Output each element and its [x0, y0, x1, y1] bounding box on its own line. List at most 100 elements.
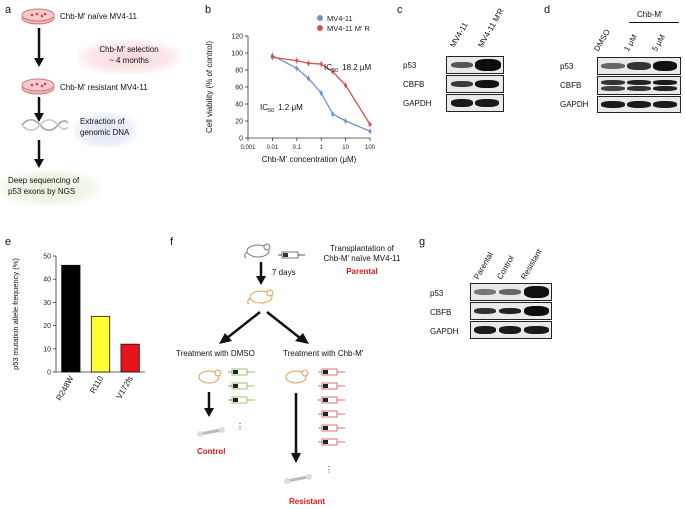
blot-row-label: GAPDH	[430, 327, 459, 336]
blot-p53	[597, 57, 681, 75]
syringe-icon	[278, 251, 305, 259]
culture-dish-icon	[21, 8, 55, 25]
y-tick-label: 60	[235, 85, 243, 92]
data-point	[319, 62, 323, 66]
x-tick-label: 0.1	[293, 145, 302, 151]
syringe-icon	[318, 368, 345, 376]
selection-highlight	[78, 40, 180, 74]
x-tick-label: V172fs	[115, 375, 135, 401]
x-tick-label: 0.001	[240, 145, 256, 151]
syringe-icon	[318, 438, 345, 446]
panel-c-label: c	[397, 4, 403, 16]
blot-cbfb	[446, 75, 504, 93]
legend-label: MV4-11	[327, 14, 353, 23]
syringe-icon	[318, 396, 345, 404]
blot-p53	[446, 56, 504, 74]
blot-row-label: p53	[560, 62, 574, 71]
lane-label: 5 μM	[650, 32, 667, 53]
step-selection-line2: ~ 4 months	[109, 56, 149, 65]
mouse-orange-icon	[247, 289, 274, 305]
blot-row-label: GAPDH	[560, 100, 589, 109]
y-tick-label: 50	[43, 254, 51, 261]
resistant-label: Resistant	[289, 497, 326, 506]
y-axis-label: p53 mutation allele frequency (%)	[11, 258, 20, 370]
y-tick-label: 30	[43, 300, 51, 307]
bar	[61, 264, 81, 373]
lane-label: Control	[495, 254, 516, 281]
step-extraction-line2: genomic DNA	[80, 128, 130, 137]
more-dots: ⋮	[236, 422, 244, 431]
y-tick-label: 10	[43, 346, 51, 353]
data-point	[270, 55, 274, 59]
arrow-down-icon	[291, 393, 301, 463]
y-tick-label: 20	[43, 323, 51, 330]
data-point	[331, 112, 335, 116]
more-dots: ⋮	[325, 465, 333, 474]
data-point	[344, 119, 348, 123]
x-tick-label: R110	[88, 374, 105, 395]
blot-gapdh	[446, 94, 504, 112]
lane-label: Parental	[472, 250, 495, 281]
panel-d-label: d	[544, 4, 551, 16]
y-axis-label: Cell viability (% of control)	[205, 41, 214, 133]
data-point	[306, 61, 311, 65]
syringe-icon	[318, 410, 345, 418]
step-naive: Chb-M' naïve MV4-11	[60, 12, 137, 21]
branch-arrows	[219, 311, 309, 344]
data-point	[368, 122, 372, 126]
syringe-icon	[228, 396, 255, 404]
blot-p53	[470, 283, 552, 301]
x-axis-label: Chb-M' concentration (μM)	[262, 155, 357, 164]
data-point	[344, 83, 348, 87]
group-bracket	[629, 22, 679, 23]
data-point	[319, 91, 323, 95]
step-selection-line1: Chb-M' selection	[99, 45, 159, 54]
lane-label: MV4-11	[448, 20, 470, 49]
data-point	[331, 70, 335, 74]
treat-chb-label: Treatment with Chb-M'	[283, 349, 364, 358]
legend-label: MV4-11 M' R	[327, 24, 371, 33]
mouse-orange-icon	[198, 369, 222, 384]
step-sequencing-line2: p53 exons by NGS	[8, 187, 76, 196]
bone-icon	[284, 474, 312, 484]
step-extraction-line1: Extraction of	[80, 117, 125, 126]
x-tick-label: 1	[320, 145, 324, 151]
mouse-icon	[244, 243, 271, 259]
bar	[120, 343, 140, 373]
treatment-group-label: Chb-M'	[637, 10, 663, 19]
lane-label: 1 μM	[622, 32, 639, 53]
arrow-down-icon	[34, 97, 44, 122]
x-tick-label: 0.01	[267, 145, 279, 151]
syringe-icon	[228, 368, 255, 376]
lane-label: MV4-11 M'R	[476, 6, 506, 49]
data-point	[295, 66, 299, 70]
y-tick-label: 100	[231, 51, 243, 58]
syringe-icon	[228, 382, 255, 390]
lane-label: DMSO	[592, 27, 612, 53]
y-tick-label: 0	[47, 370, 51, 377]
x-tick-label: R248W	[54, 374, 75, 402]
treat-dmso-label: Treatment with DMSO	[176, 349, 255, 358]
transplant-line1: Transplantation of	[330, 244, 394, 253]
blot-gapdh	[470, 321, 552, 339]
blot-gapdh	[597, 96, 681, 113]
syringe-icon	[318, 382, 345, 390]
syringe-icon	[318, 424, 345, 432]
y-tick-label: 40	[235, 102, 243, 109]
panel-f-label: f	[170, 236, 174, 248]
data-point	[295, 59, 299, 63]
transplant-line2: Chb-M' naïve MV4-11	[323, 254, 401, 263]
data-point	[368, 129, 372, 133]
blot-row-label: CBFB	[560, 81, 582, 90]
sequencing-highlight	[0, 170, 100, 206]
blot-row-label: GAPDH	[403, 99, 432, 108]
arrow-down-icon	[204, 392, 214, 417]
step-resistant: Chb-M' resistant MV4-11	[60, 83, 148, 92]
culture-dish-icon	[21, 78, 55, 95]
panel-a-label: a	[5, 4, 12, 16]
arrow-down-icon	[256, 262, 266, 285]
panel-b-label: b	[205, 4, 212, 16]
